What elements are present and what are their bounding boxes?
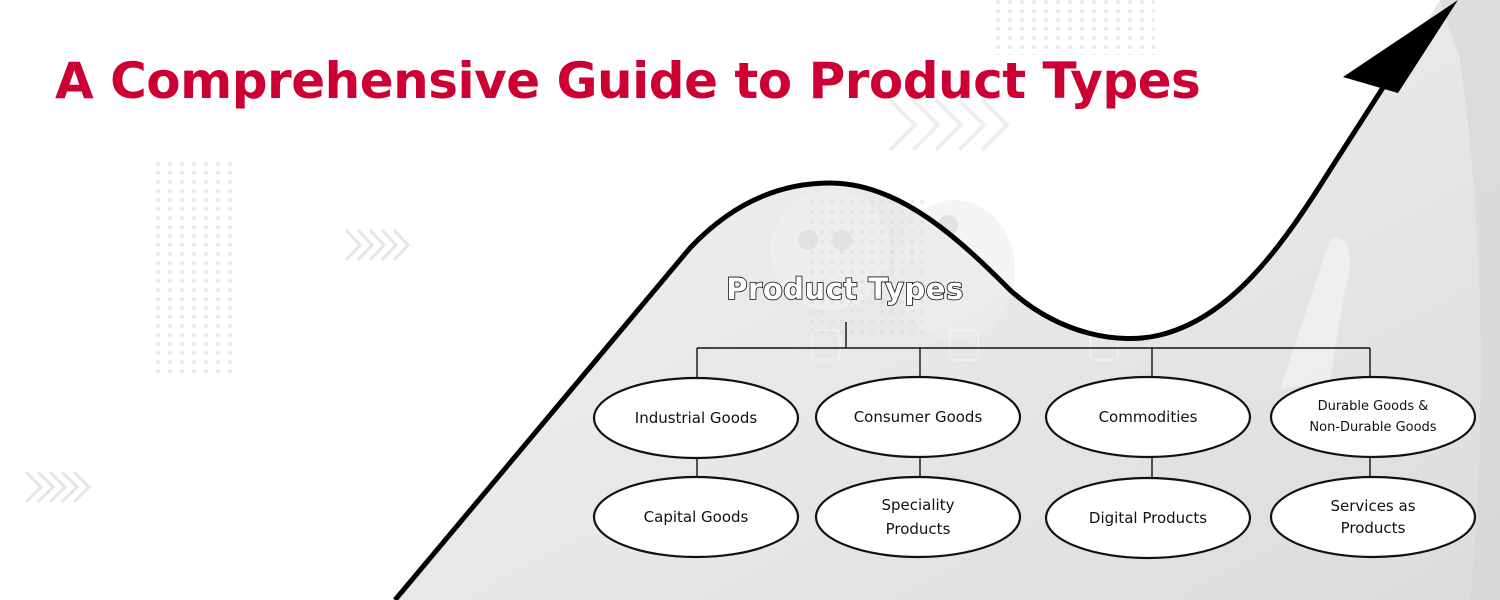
node-industrial-goods: Industrial Goods [634,409,758,427]
node-speciality-products: Speciality Products [881,496,955,538]
dot-grid-top [995,0,1155,55]
node-shape-services-as-products [1269,475,1477,559]
node-shape-commodities [1044,375,1252,459]
node-digital-products: Digital Products [1088,509,1208,527]
chevron-decoration-bottom-left [24,470,92,504]
chevron-decoration-top [888,98,1010,152]
tree-connectors [696,322,1371,477]
node-shape-industrial-goods [592,376,800,460]
node-shape-consumer-goods [814,375,1022,459]
node-shape-capital-goods [592,475,800,559]
diagram-root-label: Product Types [725,271,964,307]
node-services-as-products: Services as Products [1330,497,1416,537]
chevron-decoration-mid [344,228,411,262]
dot-grid-left [153,160,239,375]
node-capital-goods: Capital Goods [643,508,749,526]
node-shape-durable-goods [1269,375,1477,459]
node-shape-speciality-products [814,475,1022,559]
arrow-head-icon [1343,0,1458,93]
node-commodities: Commodities [1098,408,1198,426]
node-consumer-goods: Consumer Goods [853,408,983,426]
growth-curve-line [393,28,1423,600]
node-shape-digital-products [1044,476,1252,560]
node-durable-non-durable-goods: Durable Goods & Non-Durable Goods [1309,399,1437,435]
page-title: A Comprehensive Guide to Product Types [55,52,1201,110]
